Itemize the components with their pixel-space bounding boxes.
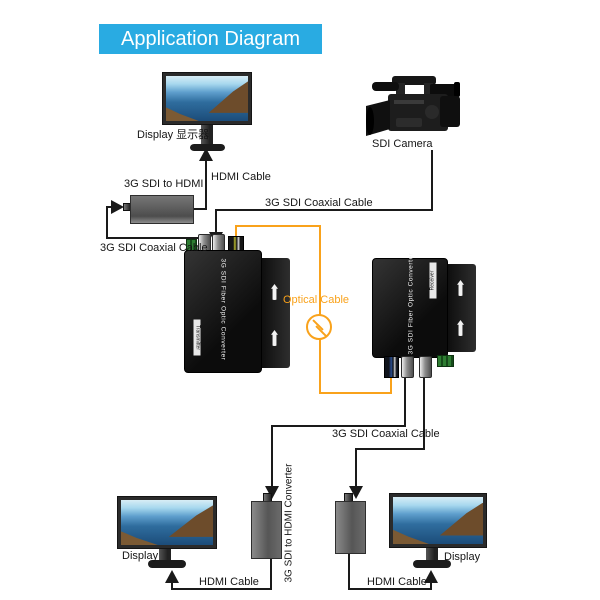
- monitor-screen-image: [166, 76, 248, 121]
- optical-line-h2: [319, 392, 392, 394]
- coax-bottom1-v2: [271, 425, 273, 487]
- mount-slot: [457, 320, 464, 336]
- hdmi-right-line-h: [348, 588, 432, 590]
- optical-line-v4: [390, 377, 392, 394]
- sdi-camera-image: [366, 70, 462, 143]
- screen-rocks-art: [393, 529, 429, 544]
- hdmi-left-arrow: [165, 570, 179, 583]
- monitor-base: [148, 560, 186, 568]
- monitor-stand: [426, 548, 438, 562]
- transmitter-badge: Transmitter: [193, 319, 201, 356]
- optical-line-v3: [319, 338, 321, 394]
- diagram-title: Application Diagram: [99, 24, 322, 54]
- coax-camera-line-v1: [431, 150, 433, 211]
- coax-camera-line-v2: [215, 209, 217, 233]
- coax-bottom-label: 3G SDI Coaxial Cable: [332, 428, 440, 440]
- receiver-fiber-port: [384, 356, 399, 378]
- hdmi-left-label: HDMI Cable: [199, 576, 259, 588]
- mount-slot: [271, 330, 278, 346]
- sdi-to-hdmi-box: [130, 195, 194, 224]
- monitor-base: [190, 144, 225, 151]
- bottom-left-converter: [251, 501, 282, 559]
- monitor-stand: [201, 125, 213, 146]
- hdmi-left-line-v2: [171, 583, 173, 590]
- optical-line-v1: [235, 225, 237, 240]
- hdmi-top-label: HDMI Cable: [211, 171, 271, 183]
- hdmi-right-line-v1: [348, 554, 350, 590]
- monitor-bezel: [389, 493, 487, 548]
- receiver-mount-flange: [444, 264, 476, 352]
- coax-camera-line-h: [215, 209, 433, 211]
- screen-cliff-art: [208, 81, 248, 113]
- screen-rocks-art: [121, 531, 158, 545]
- coax-bottom1-h: [271, 425, 406, 427]
- hdmi-left-line-v1: [270, 559, 272, 590]
- coax-bottom2-v1: [423, 378, 425, 450]
- coax-loop-line-v1: [106, 206, 108, 239]
- receiver-bnc-1: [401, 356, 414, 378]
- coax-loop-line-stub: [106, 206, 114, 208]
- optical-line-h1: [235, 225, 321, 227]
- hdmi-right-label: HDMI Cable: [367, 576, 427, 588]
- hdmi-left-line-h: [171, 588, 272, 590]
- sdi-to-hdmi-label: 3G SDI to HDMI: [124, 178, 204, 190]
- hdmi-right-arrow: [424, 570, 438, 583]
- coax-loop-label: 3G SDI Coaxial Cable: [100, 242, 208, 254]
- optical-line-v2: [319, 225, 321, 317]
- monitor-screen-image: [393, 497, 483, 544]
- monitor-base: [413, 560, 451, 568]
- screen-cliff-art: [168, 505, 213, 537]
- coax-camera-label: 3G SDI Coaxial Cable: [265, 197, 373, 209]
- fiber-coil-icon: [306, 314, 332, 340]
- coax-loop-line-h: [106, 237, 202, 239]
- receiver-terminal-block: [437, 355, 454, 367]
- mount-slot: [457, 280, 464, 296]
- hdmi-top-line-v: [205, 160, 207, 210]
- optical-cable-label: Optical Cable: [283, 294, 350, 306]
- hdmi-top-line-h: [193, 208, 207, 210]
- coax-bottom2-h: [355, 448, 425, 450]
- receiver-badge: Receiver: [429, 262, 437, 299]
- receiver-box-label: 3G SDI Fiber Optic Converter: [407, 252, 415, 355]
- camera-label: SDI Camera: [372, 138, 433, 150]
- screen-rocks-art: [166, 107, 199, 121]
- transmitter-mount-flange: [258, 258, 290, 368]
- hdmi-right-line-v2: [430, 583, 432, 590]
- hdmi-top-arrow: [199, 148, 213, 161]
- receiver-bnc-2: [419, 356, 432, 378]
- bottom-right-converter: [335, 501, 366, 554]
- monitor-bezel: [117, 496, 217, 549]
- coax-loop-arrow: [111, 200, 124, 214]
- display-bottom-right-label: Display: [444, 551, 481, 563]
- display-top-label: Display 显示器: [137, 129, 210, 141]
- monitor-screen-image: [121, 500, 213, 545]
- monitor-stand: [159, 549, 171, 562]
- monitor-bezel: [162, 72, 252, 125]
- screen-cliff-art: [439, 502, 483, 536]
- coax-bottom2-v2: [355, 448, 357, 487]
- mount-slot: [271, 284, 278, 300]
- transmitter-box-label: 3G SDI Fiber Optic Converter: [219, 258, 227, 361]
- display-bottom-left-label: Display: [122, 550, 159, 562]
- coax-bottom1-v1: [404, 378, 406, 427]
- bottom-converter-label: 3G SDI to HDMI Converter: [283, 463, 295, 583]
